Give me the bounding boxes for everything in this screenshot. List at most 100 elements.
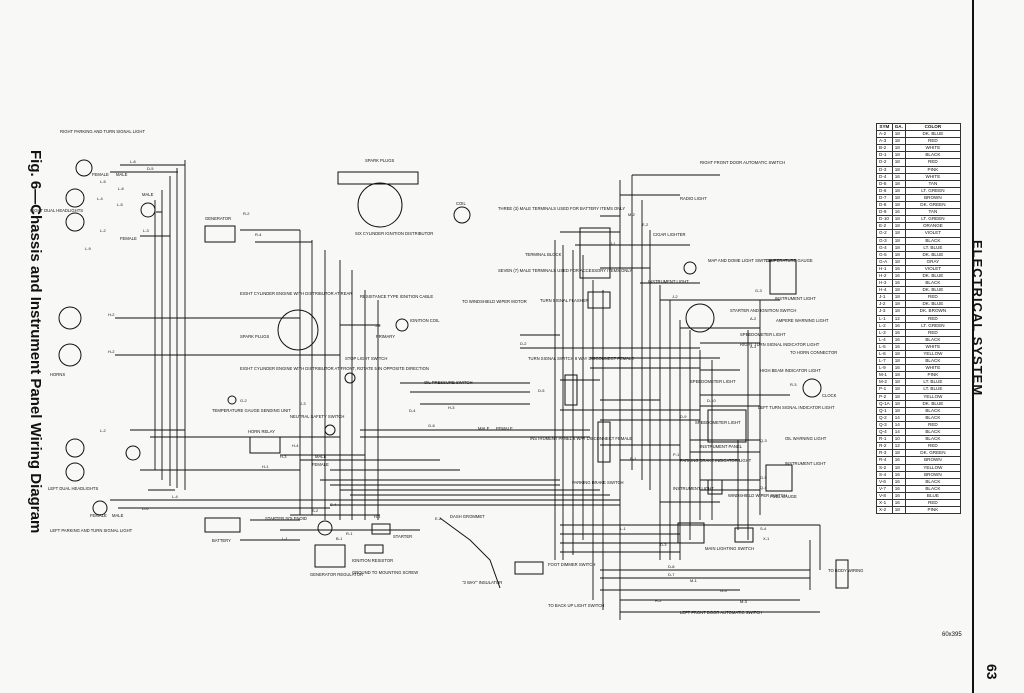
label-ground: GROUND TO MOUNTING SCREW — [352, 570, 418, 575]
wire-symbol: V-6 — [876, 477, 893, 486]
wire-tag: R-4 — [255, 232, 262, 237]
label-primary: PRIMARY — [376, 334, 395, 339]
wire-gauge: 16 — [891, 264, 906, 273]
wire-color: GRAY — [904, 257, 961, 266]
label-oil-pressure: OIL PRESSURE SWITCH — [424, 380, 472, 385]
left-headlight-inner — [65, 462, 85, 482]
wire-tag: S-4 — [760, 526, 767, 531]
clock-body — [802, 378, 822, 398]
wire-color: DK. GREEN — [904, 201, 961, 210]
label-instrument-light-top: INSTRUMENT LIGHT — [648, 279, 689, 284]
table-header-gauge: GA. — [891, 122, 906, 132]
wire-gauge: 14 — [891, 420, 906, 430]
wire-symbol: Q-4 — [876, 428, 893, 437]
temp-gauge-body — [769, 259, 797, 295]
wire-symbol: L-2 — [876, 321, 893, 330]
wire-tag: D-6 — [142, 506, 149, 511]
wire-symbol: R-2 — [876, 442, 893, 451]
left-horn — [58, 343, 82, 367]
wire-color: BLACK — [904, 357, 961, 366]
turn-disconnect-body — [564, 374, 578, 406]
temp-unit-body — [227, 395, 237, 405]
wire-gauge: 18 — [891, 371, 906, 380]
label-horns: HORNS — [50, 372, 65, 377]
label-parking-brake-ind: PARKING BRAKE INDICATOR LIGHT — [680, 458, 752, 463]
wire-color: WHITE — [904, 364, 961, 373]
wire-color: WHITE — [904, 172, 961, 181]
wire-symbol: L-1 — [876, 314, 893, 323]
wire-symbol: M-2 — [876, 378, 893, 387]
wire-gauge: 16 — [891, 208, 906, 217]
wire-color: BROWN — [904, 456, 961, 465]
wire-symbol: G-4 — [876, 243, 893, 252]
wire-gauge: 18 — [891, 463, 906, 472]
left-turn-bulb — [125, 445, 141, 461]
wire-symbol: L-4 — [876, 335, 893, 344]
wire-symbol: M-1 — [876, 371, 893, 380]
wire-color: WHITE — [904, 342, 961, 352]
wire-tag: G-4 — [720, 588, 727, 593]
label-right-parking: RIGHT PARKING AND TURN SIGNAL LIGHT — [60, 129, 145, 134]
wire-color: LT. GREEN — [904, 215, 961, 224]
wire-symbol: V-7 — [876, 484, 893, 493]
wire-symbol: R-3 — [876, 449, 893, 458]
wire-gauge: 16 — [891, 172, 906, 181]
six-cyl-distributor — [357, 182, 403, 228]
wire-tag: L-4 — [97, 196, 104, 201]
wire-color: BLACK — [904, 435, 961, 444]
left-parking-light — [92, 500, 108, 516]
wire-gauge: 10 — [891, 435, 906, 444]
wire-harness — [110, 160, 821, 620]
wire-tag: D-3 — [660, 542, 667, 547]
label-cigar: CIGAR LIGHTER — [653, 232, 686, 237]
wire-gauge: 16 — [891, 321, 906, 330]
wire-symbol: D-4 — [876, 172, 893, 181]
wire-color: LT. BLUE — [904, 378, 961, 387]
wire-color: YELLOW — [904, 392, 961, 401]
label-temp-unit: TEMPERATURE GAUGE SENDING UNIT — [212, 408, 291, 413]
wire-symbol: Q-3 — [876, 420, 893, 430]
wire-symbol: V-8 — [876, 491, 893, 500]
wire-color: DK. BLUE — [904, 399, 961, 408]
wire-tag: S-4 — [330, 502, 337, 507]
wire-gauge: 16 — [891, 498, 906, 508]
inst-disconnect-body — [597, 421, 611, 463]
terminal-block-body — [579, 227, 611, 279]
wire-color: RED — [904, 314, 961, 323]
wire-tag: H-3 — [280, 454, 287, 459]
label-right-turn-ind: RIGHT TURN SIGNAL INDICATOR LIGHT — [740, 342, 820, 347]
wire-gauge: 18 — [891, 229, 906, 238]
wire-symbol: D-7 — [876, 193, 893, 203]
label-regulator: GENERATOR REGULATOR — [310, 572, 363, 577]
wire-symbol: E-2 — [876, 222, 893, 231]
label-windshield-motor: TO WINDSHIELD WIPER MOTOR — [462, 299, 527, 304]
label-map-dome: MAP AND DOME LIGHT SWITCH — [708, 258, 772, 263]
wire-symbol: P-2 — [876, 392, 893, 401]
label-right-front-door: RIGHT FRONT DOOR AUTOMATIC SWITCH — [700, 160, 785, 165]
wire-gauge: 16 — [891, 456, 906, 465]
label-instrument-light2: INSTRUMENT LIGHT — [775, 296, 816, 301]
wire-color: RED — [904, 442, 961, 451]
wire-tag: E-2 — [435, 516, 442, 521]
wire-tag: G-5 — [760, 475, 767, 480]
section-title: ELECTRICAL SYSTEM — [970, 240, 985, 397]
horn-relay-body — [249, 436, 281, 454]
wire-symbol: A-3 — [876, 137, 893, 146]
wire-tag: L-5 — [117, 202, 124, 207]
wire-color: DK. BLUE — [904, 286, 961, 295]
label-temp-gauge: TEMPERATURE GAUGE — [765, 258, 813, 263]
